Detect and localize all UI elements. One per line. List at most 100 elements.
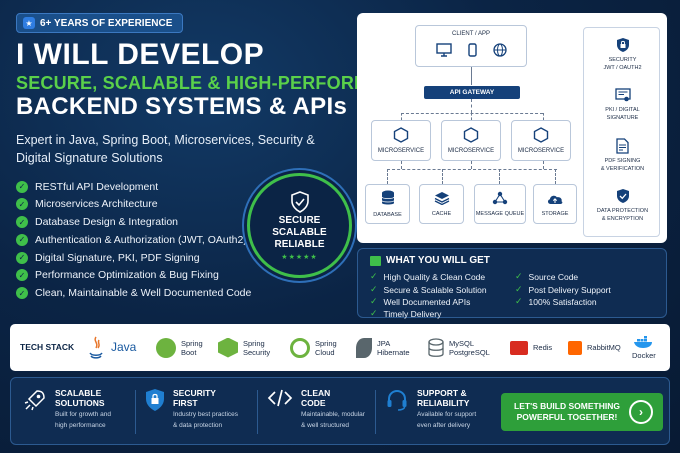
feature-item: ✓Performance Optimization & Bug Fixing [16, 267, 251, 284]
check-icon: ✓ [515, 271, 523, 281]
tech-stack-label: TECH STACK [20, 342, 75, 352]
connector [555, 169, 556, 184]
check-icon: ✓ [370, 271, 378, 281]
connector [543, 113, 544, 120]
cache-box: CACHE [419, 184, 464, 224]
architecture-diagram: CLIENT / APP API GATEWAY MICROSERVICE MI… [357, 13, 667, 243]
seal-line2: SCALABLE [272, 226, 327, 238]
get-item: ✓Well Documented APIs [370, 296, 471, 307]
connector [387, 169, 388, 184]
connector [543, 161, 544, 169]
connector [471, 113, 472, 120]
check-icon: ✓ [16, 251, 28, 264]
connector [471, 99, 472, 113]
connector [387, 169, 557, 170]
connector [401, 113, 543, 114]
check-icon: ✓ [16, 216, 28, 229]
phone-icon [467, 43, 477, 57]
check-icon: ✓ [16, 269, 28, 282]
globe-icon [492, 43, 507, 57]
feature-list: ✓RESTful API Development ✓Microservices … [16, 178, 251, 303]
divider [257, 390, 258, 434]
database-icon [428, 337, 444, 357]
rabbitmq-icon [568, 340, 582, 355]
microservice-box: MICROSERVICE [441, 120, 501, 161]
divider [375, 390, 376, 434]
check-icon: ✓ [16, 180, 28, 193]
certificate-icon [614, 88, 631, 102]
check-icon: ✓ [370, 296, 378, 306]
get-item: ✓High Quality & Clean Code [370, 271, 486, 282]
connector [471, 67, 472, 85]
spring-cloud-icon [290, 337, 310, 358]
divider [135, 390, 136, 434]
check-icon: ✓ [515, 296, 523, 306]
connector [471, 161, 472, 169]
feature-item: ✓Microservices Architecture [16, 196, 251, 213]
feature-item: ✓Digital Signature, PKI, PDF Signing [16, 249, 251, 266]
cta-label: LET'S BUILD SOMETHING POWERFUL TOGETHER! [514, 401, 620, 422]
star-icon: ★ [23, 17, 35, 29]
check-icon: ✓ [515, 284, 523, 294]
hexagon-icon [463, 127, 479, 143]
message-queue-box: MESSAGE QUEUE [474, 184, 526, 224]
headline-line3: BACKEND SYSTEMS & APIs [16, 93, 348, 120]
lock-shield-icon [616, 38, 629, 52]
headline-line1: I WILL DEVELOP [16, 38, 265, 71]
tech-redis: Redis [510, 324, 552, 371]
shield-icon [290, 190, 309, 213]
microservice-box: MICROSERVICE [511, 120, 571, 161]
network-icon [492, 191, 508, 205]
subtitle: Expert in Java, Spring Boot, Microservic… [16, 133, 315, 165]
hexagon-icon [533, 127, 549, 143]
client-app-box: CLIENT / APP [415, 25, 527, 67]
hexagon-icon [393, 127, 409, 143]
document-icon [616, 138, 629, 154]
experience-text: 6+ YEARS OF EXPERIENCE [40, 17, 173, 29]
experience-badge: ★ 6+ YEARS OF EXPERIENCE [16, 13, 184, 33]
tech-docker: Docker [632, 324, 656, 371]
microservice-box: MICROSERVICE [371, 120, 431, 161]
connector [442, 169, 443, 184]
database-box: DATABASE [365, 184, 410, 224]
check-icon: ✓ [370, 284, 378, 294]
hibernate-icon [356, 337, 372, 358]
layers-icon [434, 192, 449, 205]
storage-box: STORAGE [533, 184, 577, 224]
tech-java: Java [86, 324, 136, 371]
check-icon: ✓ [16, 233, 28, 246]
java-icon [89, 336, 103, 359]
tech-rabbitmq: RabbitMQ [568, 324, 621, 371]
shield-lock-icon [146, 389, 164, 411]
docker-icon [633, 336, 652, 348]
connector [401, 161, 402, 169]
side-item-data-protection: DATA PROTECTION & ENCRYPTION [584, 188, 661, 223]
arrow-right-icon: › [629, 400, 653, 424]
api-gateway: API GATEWAY [424, 86, 520, 99]
get-item: ✓100% Satisfaction [515, 296, 597, 307]
redis-icon [510, 340, 528, 355]
side-item-pdf-signing: PDF SIGNING & VERIFICATION [584, 138, 661, 173]
seal-line1: SECURE [278, 214, 321, 226]
get-item: ✓Secure & Scalable Solution [370, 284, 487, 295]
what-you-will-get-panel: WHAT YOU WILL GET ✓High Quality & Clean … [357, 248, 667, 319]
feature-item: ✓Authentication & Authorization (JWT, OA… [16, 231, 251, 248]
spring-boot-icon [156, 337, 176, 358]
gift-icon [370, 255, 381, 266]
spring-security-icon [218, 337, 238, 358]
feature-item: ✓Database Design & Integration [16, 214, 251, 231]
connector [401, 113, 402, 120]
check-icon: ✓ [16, 198, 28, 211]
feature-item: ✓Clean, Maintainable & Well Documented C… [16, 285, 251, 302]
cta-button[interactable]: LET'S BUILD SOMETHING POWERFUL TOGETHER!… [501, 393, 663, 431]
get-item: ✓Source Code [515, 271, 579, 282]
